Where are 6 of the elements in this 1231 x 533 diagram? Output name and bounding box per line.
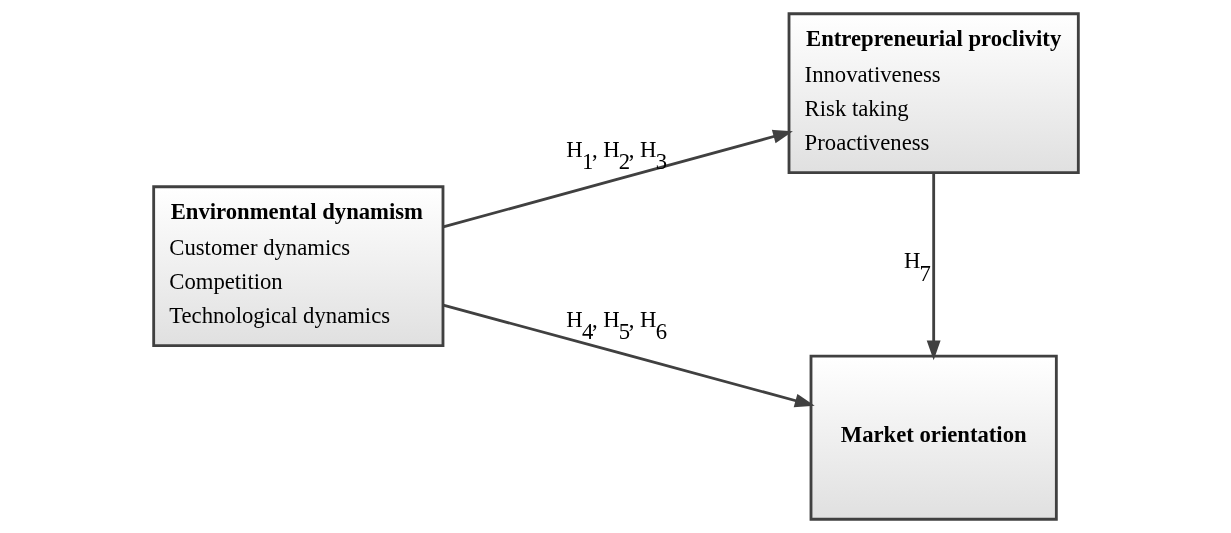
node-box: Environmental dynamism Customer dynamics Competition Technological dynamics xyxy=(151,185,444,347)
node-box: Entrepreneurial proclivity Innovativeness Risk taking Proactiveness xyxy=(787,12,1080,174)
arrow xyxy=(442,303,815,408)
node-box: Market orientation xyxy=(809,354,1058,521)
arrow xyxy=(442,129,793,229)
arrow xyxy=(926,173,941,361)
